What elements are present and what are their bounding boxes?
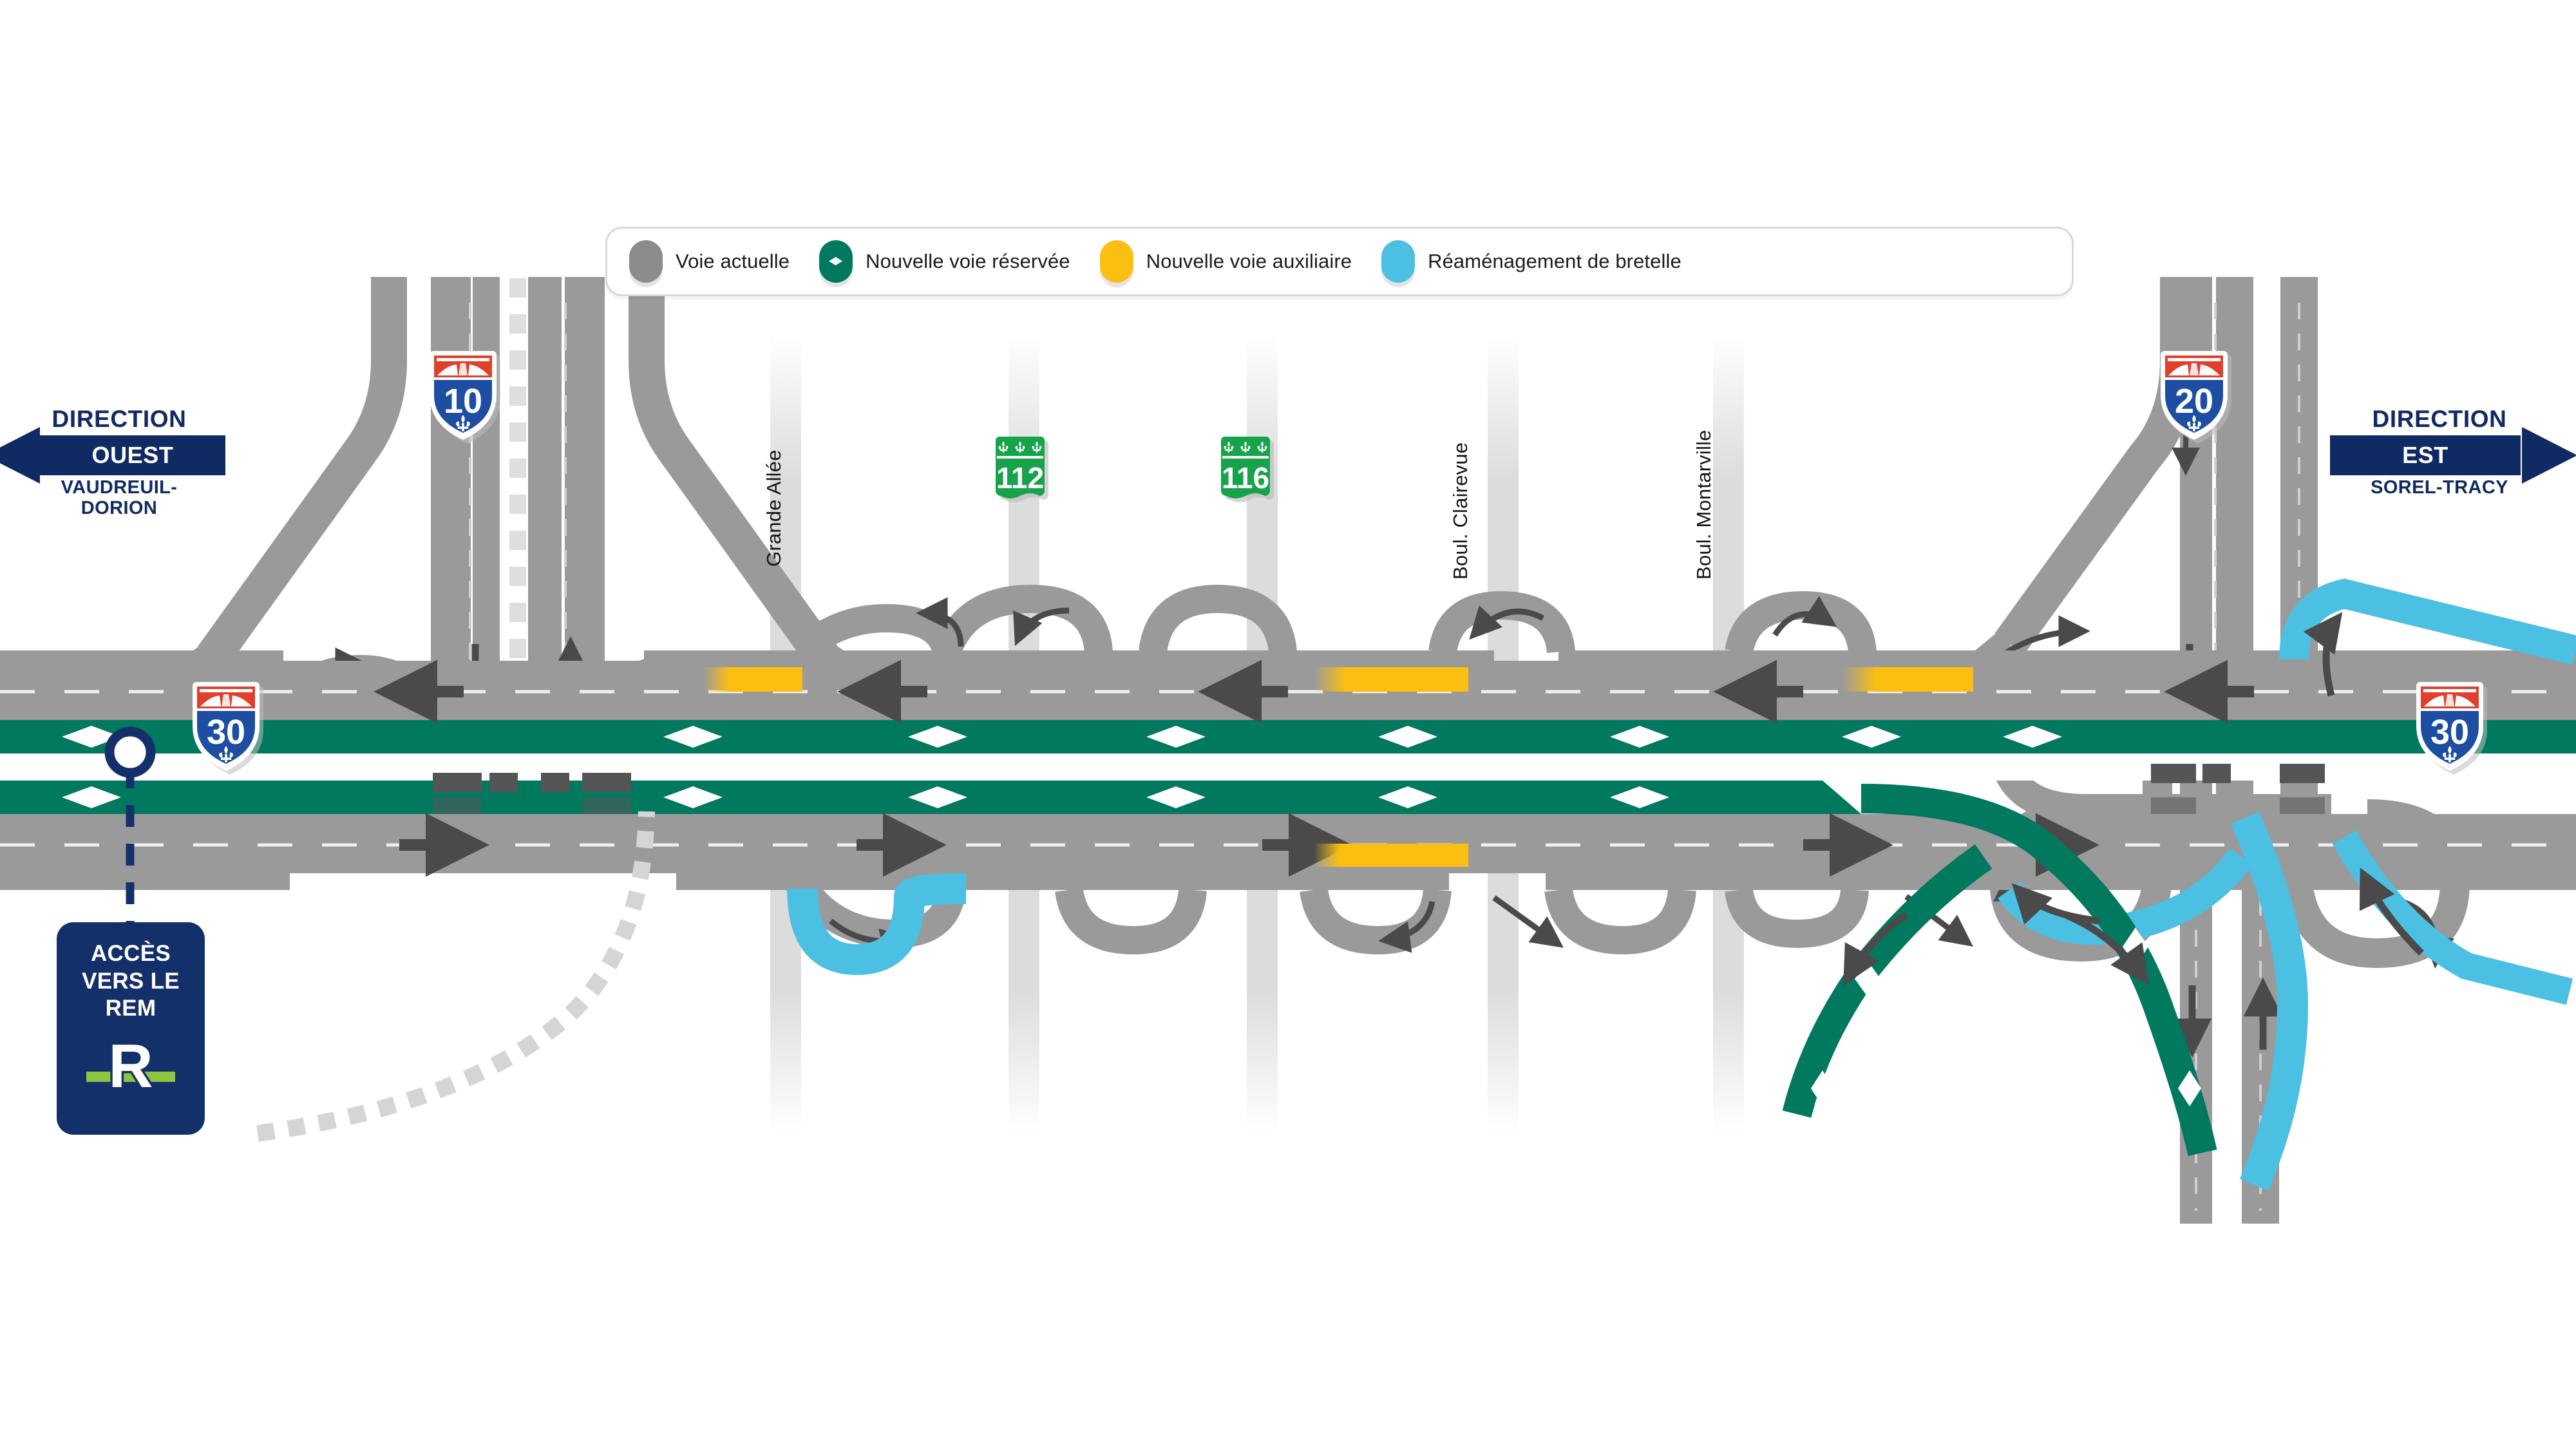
reserved-lane-diamonds (62, 726, 2062, 808)
svg-text:30: 30 (207, 713, 245, 752)
legend-swatch-new-reserved-lane (819, 240, 853, 283)
direction-east-line1: SOREL-TRACY (2371, 477, 2508, 498)
auxiliary-lane-segments (703, 667, 1973, 867)
legend-item-1: Nouvelle voie réservée (819, 240, 1070, 283)
rem-line-2: VERS LE (82, 968, 180, 994)
legend-diamond-icon (829, 257, 843, 265)
shield-autoroute-30-east: 30 (2412, 679, 2488, 775)
legend-label-1: Nouvelle voie réservée (866, 250, 1070, 272)
shield-autoroute-20: 20 (2156, 348, 2232, 444)
shield-route-116: 116 (1217, 433, 1279, 509)
direction-label-west: DIRECTION OUEST VAUDREUIL- DORION (0, 406, 225, 519)
rem-logo-bar (86, 1072, 175, 1083)
cross-street-grande-allee: Grande Allée (762, 450, 785, 567)
legend-item-3: Réaménagement de bretelle (1381, 240, 1681, 283)
svg-text:10: 10 (444, 382, 482, 421)
direction-east-word: EST (2402, 441, 2448, 468)
rem-rail-line (256, 811, 655, 1142)
legend-item-0: Voie actuelle (629, 240, 790, 283)
direction-west-word: OUEST (91, 441, 174, 468)
rem-logo-icon: R (82, 1032, 179, 1101)
legend-item-2: Nouvelle voie auxiliaire (1099, 240, 1352, 283)
cross-street-boul-montarville: Boul. Montarville (1692, 430, 1715, 580)
svg-text:116: 116 (1222, 461, 1269, 495)
rem-logo-letter: R (106, 1032, 155, 1101)
cross-street-boul-clairevue: Boul. Clairevue (1449, 442, 1472, 580)
legend-label-0: Voie actuelle (676, 250, 790, 272)
direction-west-line2: DORION (80, 497, 158, 518)
direction-west-heading: DIRECTION (52, 406, 187, 432)
direction-east-heading: DIRECTION (2372, 406, 2507, 432)
svg-text:112: 112 (996, 461, 1044, 495)
bridge-deck-markers (433, 764, 2325, 814)
rem-line-3: REM (105, 996, 156, 1021)
rem-leader (104, 726, 156, 922)
legend-swatch-new-auxiliary-lane (1099, 240, 1133, 283)
intermediate-interchange-ramps (791, 584, 1877, 955)
autoroute-30-corridor (0, 650, 2576, 890)
svg-text:30: 30 (2430, 713, 2469, 752)
rem-access-callout[interactable]: ACCÈS VERS LE REM R (57, 922, 205, 1135)
branch-arrows (1843, 612, 2424, 986)
legend-label-2: Nouvelle voie auxiliaire (1146, 250, 1352, 272)
shield-autoroute-10: 10 (425, 348, 501, 444)
legend-label-3: Réaménagement de bretelle (1428, 250, 1681, 272)
shield-route-112: 112 (992, 433, 1054, 509)
legend-swatch-ramp-redesign (1381, 240, 1416, 283)
legend-panel: Voie actuelle Nouvelle voie réservée Nou… (605, 227, 2074, 296)
direction-west-arrow: OUEST (0, 426, 225, 484)
direction-east-arrow: EST (2330, 426, 2576, 484)
rem-line-1: ACCÈS (90, 941, 171, 966)
reserved-lane-westbound (0, 720, 2576, 753)
direction-west-line1: VAUDREUIL- (61, 477, 178, 498)
shield-autoroute-30-west: 30 (188, 679, 264, 775)
legend-swatch-current-lane (629, 240, 663, 283)
reserved-lane-eastbound (0, 781, 1752, 814)
direction-label-east: DIRECTION EST SOREL-TRACY (2330, 406, 2576, 498)
svg-text:20: 20 (2175, 382, 2213, 421)
